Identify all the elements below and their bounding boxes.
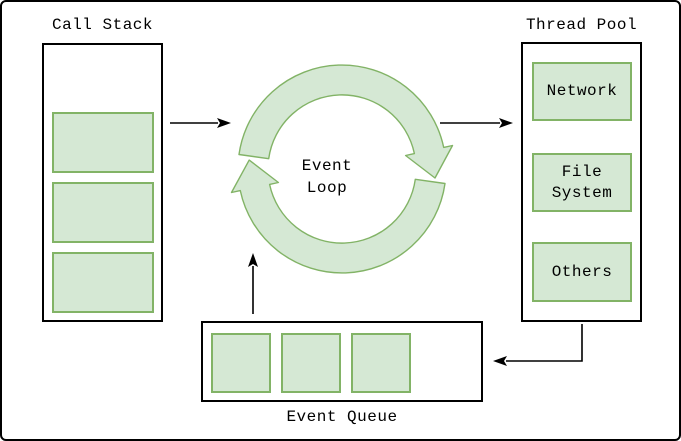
call-stack-title: Call Stack xyxy=(51,16,153,34)
thread-pool-item-network: Network xyxy=(532,62,632,121)
call-stack-frame xyxy=(52,112,154,173)
thread-pool-container: Network File System Others xyxy=(521,42,642,322)
event-queue-container xyxy=(201,321,483,402)
event-queue-slot xyxy=(351,333,411,393)
event-loop-label: Event Loop xyxy=(301,157,353,197)
thread-pool-title: Thread Pool xyxy=(525,16,638,34)
event-queue-slot xyxy=(211,333,271,393)
arrow-thread-pool-to-event-queue xyxy=(493,324,583,366)
call-stack-container xyxy=(42,43,163,322)
thread-pool-item-file-system: File System xyxy=(532,153,632,212)
event-queue-title: Event Queue xyxy=(286,408,398,426)
event-queue-slot xyxy=(281,333,341,393)
thread-pool-item-others: Others xyxy=(532,242,632,302)
call-stack-frame xyxy=(52,182,154,243)
call-stack-frame xyxy=(52,252,154,313)
